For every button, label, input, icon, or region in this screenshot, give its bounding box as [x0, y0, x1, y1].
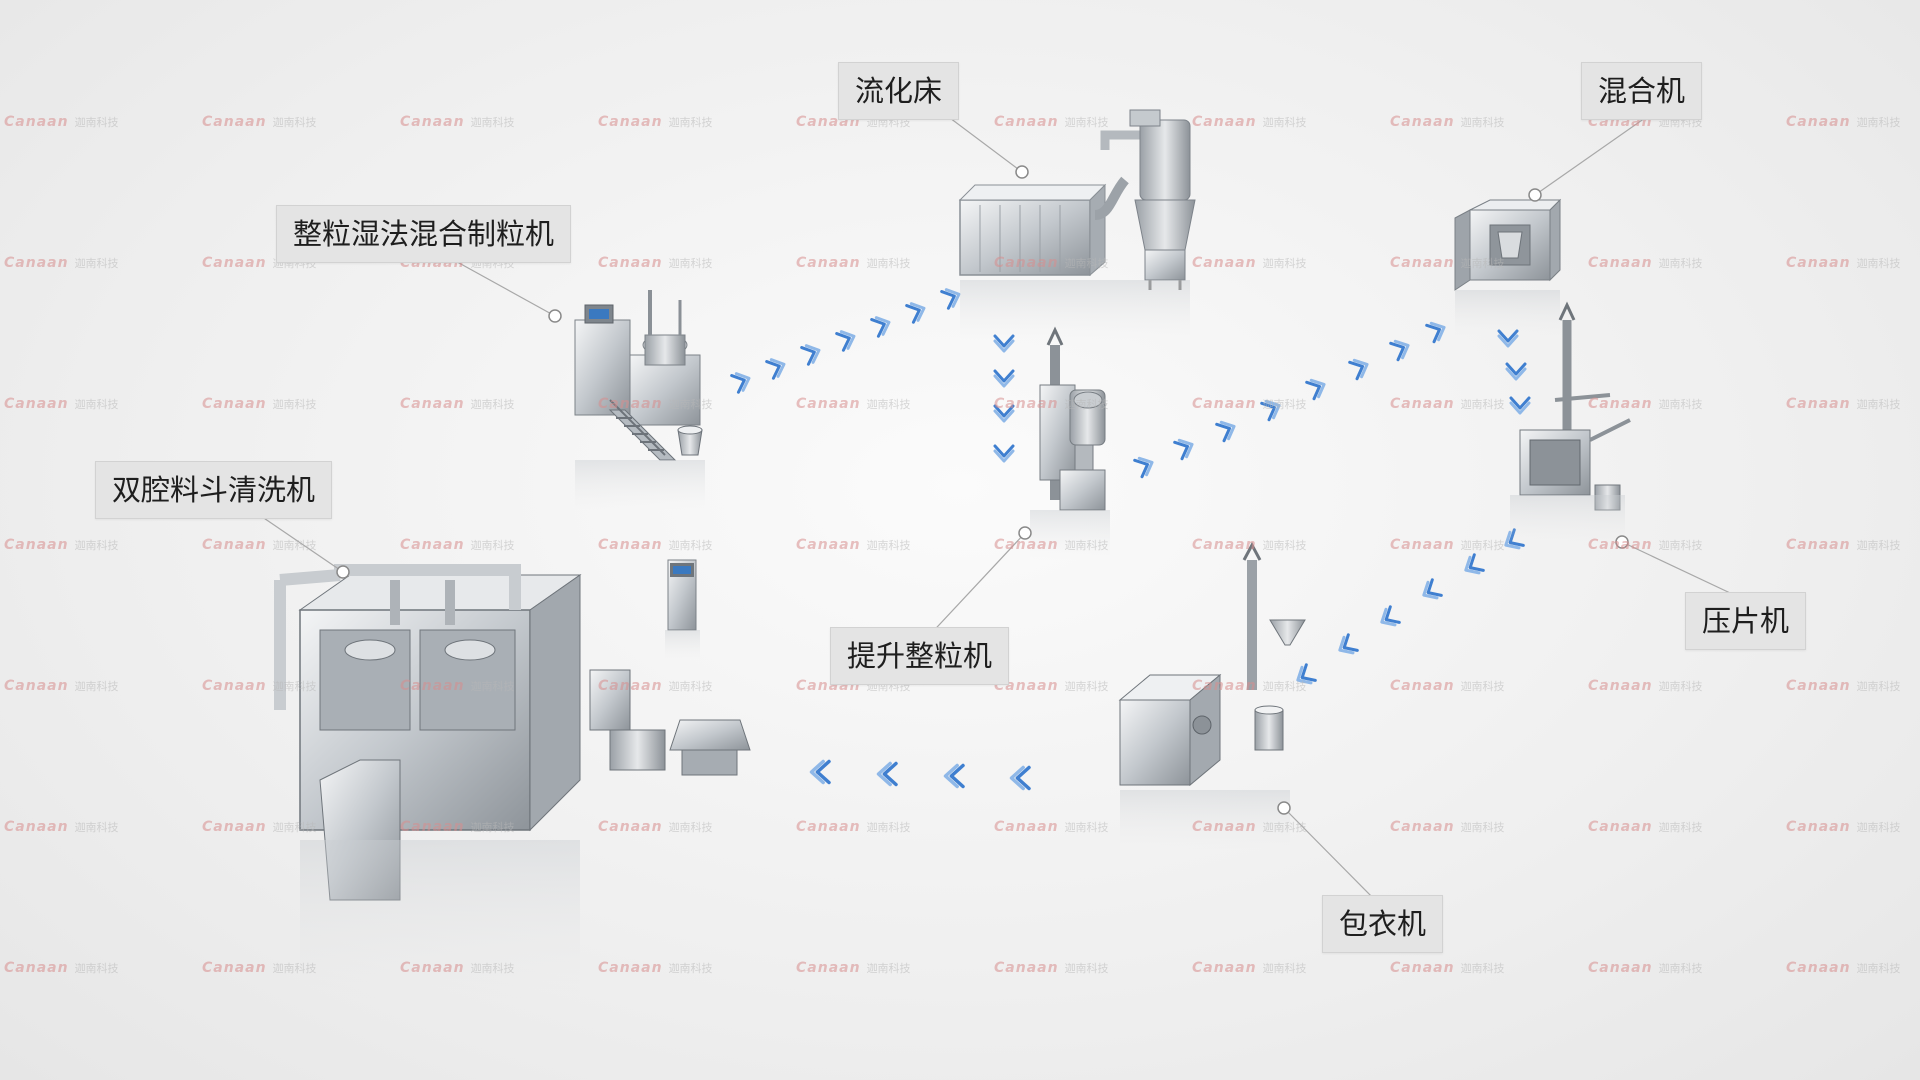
flow-arrow-liftmill-to-mixer	[1133, 317, 1450, 479]
coater-machine	[1118, 541, 1306, 850]
control-panel-stand	[665, 559, 700, 660]
callout-leaders	[254, 117, 1746, 906]
fluid-bed-machine	[958, 109, 1196, 340]
flow-arrow-mixer-to-press	[1497, 329, 1531, 415]
label-tablet-press: 压片机	[1685, 592, 1807, 650]
flow-arrow-fluidbed-to-liftmill	[993, 334, 1015, 463]
flow-arrow-granulator-to-fluidbed	[730, 284, 964, 394]
label-coater: 包衣机	[1322, 895, 1444, 953]
flow-arrow-press-to-coater	[1291, 528, 1525, 690]
tablet-press-machine	[1510, 301, 1631, 545]
label-mixer: 混合机	[1581, 62, 1703, 120]
label-granulator: 整粒湿法混合制粒机	[276, 205, 572, 263]
washer-machine	[274, 564, 751, 1000]
granulator-machine	[574, 290, 705, 510]
lift-mill-machine	[1030, 326, 1110, 560]
callout-anchors	[336, 165, 1629, 815]
flow-arrow-coater-to-washer	[809, 759, 1031, 791]
label-fluid-bed: 流化床	[838, 62, 960, 120]
label-washer: 双腔料斗清洗机	[95, 461, 333, 519]
label-lift-mill: 提升整粒机	[830, 627, 1010, 685]
mixer-machine	[1454, 198, 1562, 335]
